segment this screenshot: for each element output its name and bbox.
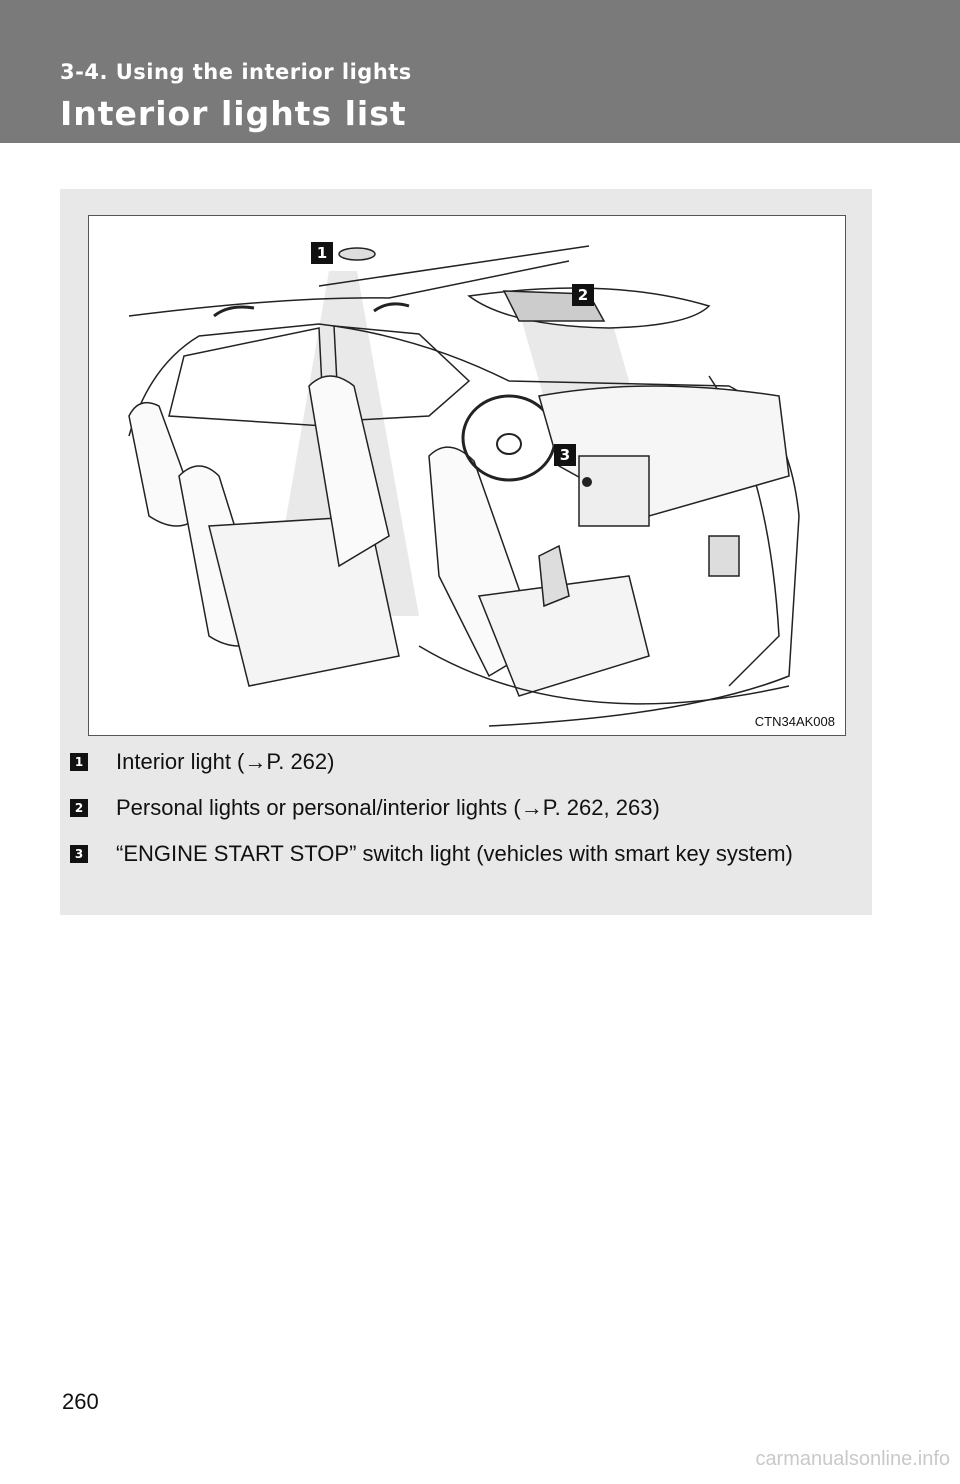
- legend-text: Interior light (→P. 262): [116, 749, 335, 774]
- engine-start-switch: [582, 477, 592, 487]
- legend-list: 1 Interior light (→P. 262) 2 Personal li…: [68, 745, 848, 883]
- callout-1: 1: [311, 242, 333, 264]
- steering-wheel: [461, 394, 557, 482]
- page-header: 3-4. Using the interior lights Interior …: [0, 0, 960, 143]
- callout-2: 2: [572, 284, 594, 306]
- section-label: 3-4. Using the interior lights: [60, 60, 412, 84]
- car-interior-drawing: [128, 245, 800, 727]
- callout-3: 3: [554, 444, 576, 466]
- legend-text: “ENGINE START STOP” switch light (vehicl…: [116, 841, 793, 866]
- page-number: 260: [62, 1389, 99, 1414]
- interior-light-fixture: [338, 247, 376, 261]
- page-title: Interior lights list: [60, 94, 407, 133]
- legend-number: 2: [70, 799, 88, 817]
- legend-item: 2 Personal lights or personal/interior l…: [68, 791, 848, 825]
- legend-text: Personal lights or personal/interior lig…: [116, 795, 660, 820]
- watermark: carmanualsonline.info: [755, 1448, 950, 1470]
- legend-number: 3: [70, 845, 88, 863]
- legend-number: 1: [70, 753, 88, 771]
- legend-item: 3 “ENGINE START STOP” switch light (vehi…: [68, 837, 848, 871]
- legend-item: 1 Interior light (→P. 262): [68, 745, 848, 779]
- car-interior-illustration: 1 2 3 CTN34AK008: [88, 215, 846, 736]
- figure-code: CTN34AK008: [754, 714, 835, 729]
